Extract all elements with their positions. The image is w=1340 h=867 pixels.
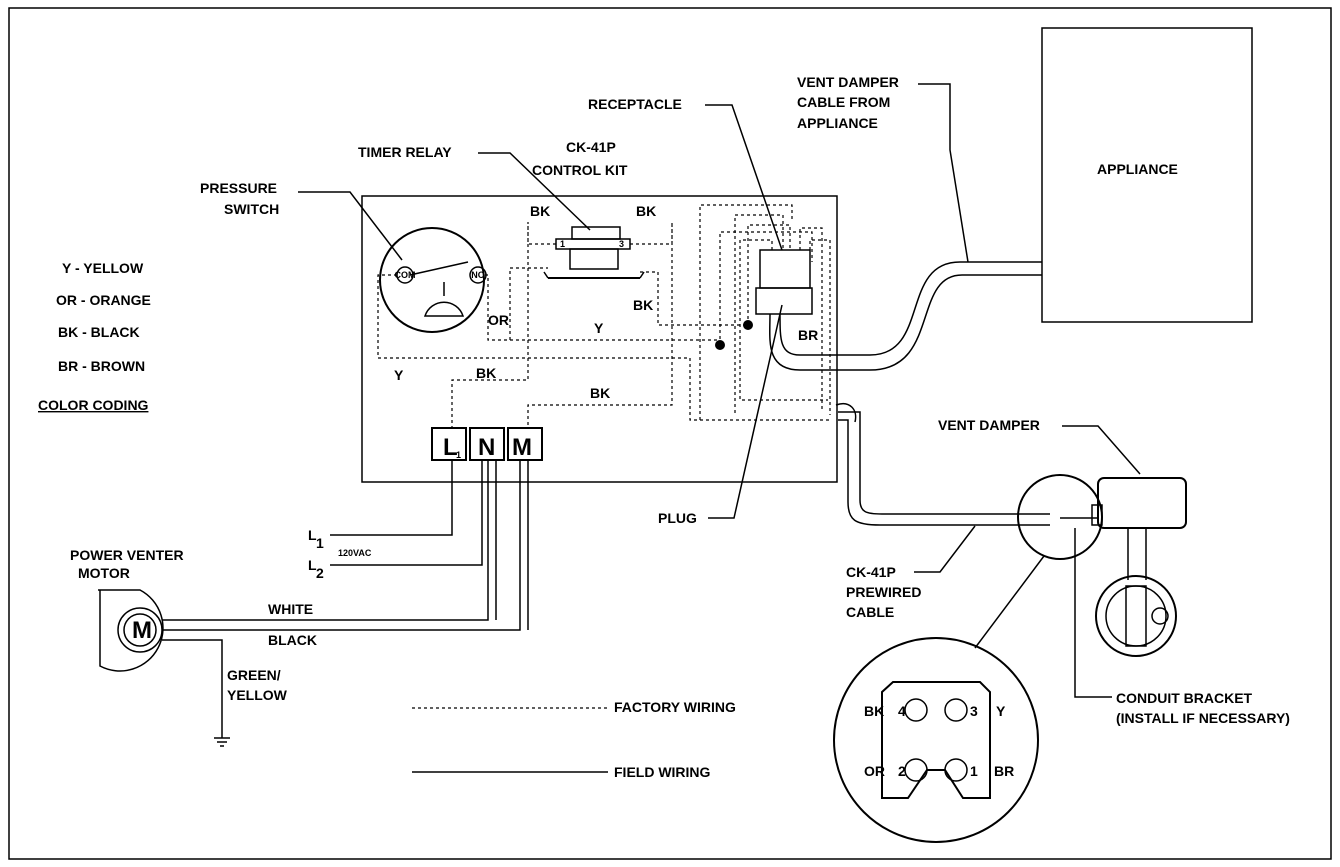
factory-wiring-paths <box>377 204 831 428</box>
pin-3: 3 <box>970 703 978 719</box>
pressure-switch-label-1: PRESSURE <box>200 180 277 196</box>
pressure-switch: COM NO <box>379 227 487 333</box>
pressure-switch-label-2: SWITCH <box>224 201 279 217</box>
pin-2: 2 <box>898 763 906 779</box>
com-label: COM <box>395 270 416 280</box>
relay-pin-3: 3 <box>619 239 624 249</box>
pin-br-label: BR <box>994 763 1014 779</box>
zoom-leader <box>974 555 1045 649</box>
pin-4: 4 <box>898 703 906 719</box>
prewired-label-1: CK-41P <box>846 564 896 580</box>
wire-label-bk: BK <box>530 203 550 219</box>
control-kit-label-1: CK-41P <box>566 139 616 155</box>
motor-label-2: MOTOR <box>78 565 130 581</box>
junction-dot <box>743 320 753 330</box>
connector-zoom-large <box>833 637 1039 843</box>
color-coding-legend: Y - YELLOW OR - ORANGE BK - BLACK BR - B… <box>38 260 151 413</box>
appliance-label: APPLIANCE <box>1097 161 1178 177</box>
timer-relay-label: TIMER RELAY <box>358 144 452 160</box>
ground-label-1: GREEN/ <box>227 667 281 683</box>
vent-damper-cable <box>769 261 1042 371</box>
vent-cable-label-2: CABLE FROM <box>797 94 890 110</box>
relay-pin-1: 1 <box>560 239 565 249</box>
plug-label: PLUG <box>658 510 697 526</box>
vent-damper-device <box>1060 477 1187 657</box>
wire-label-br: BR <box>798 327 818 343</box>
connector-zoom-small <box>1017 474 1103 560</box>
l1-label: L <box>308 527 317 543</box>
no-label: NO <box>471 270 485 280</box>
receptacle-block <box>755 249 813 315</box>
black-label: BLACK <box>268 632 317 648</box>
motor-symbol: M <box>132 617 152 644</box>
wire-label-y: Y <box>594 320 604 336</box>
terminal-m: M <box>512 434 532 461</box>
wire-label-or: OR <box>488 312 509 328</box>
prewired-cable <box>835 403 1050 526</box>
color-item-yellow: Y - YELLOW <box>62 260 144 276</box>
voltage-label: 120VAC <box>338 548 372 558</box>
pin-bk-label: BK <box>864 703 884 719</box>
field-wiring-paths <box>178 460 529 631</box>
wire-label-bk: BK <box>636 203 656 219</box>
wire-label-bk: BK <box>476 365 496 381</box>
prewired-label-3: CABLE <box>846 604 894 620</box>
page-frame <box>8 7 1332 860</box>
l2-label: L <box>308 557 317 573</box>
power-venter-motor: M <box>98 589 230 747</box>
pin-y-label: Y <box>996 703 1006 719</box>
color-coding-title: COLOR CODING <box>38 397 149 413</box>
white-label: WHITE <box>268 601 313 617</box>
connector-detail: 4 3 2 1 BK Y OR BR <box>864 681 1014 799</box>
wire-label-bk: BK <box>590 385 610 401</box>
field-wiring-legend: FIELD WIRING <box>614 764 711 780</box>
l2-sub: 2 <box>316 565 324 581</box>
terminal-l-sub: 1 <box>456 450 461 460</box>
vent-damper-label: VENT DAMPER <box>938 417 1040 433</box>
vent-cable-label-1: VENT DAMPER <box>797 74 899 90</box>
color-item-black: BK - BLACK <box>58 324 140 340</box>
prewired-label-2: PREWIRED <box>846 584 921 600</box>
control-kit-label-2: CONTROL KIT <box>532 162 628 178</box>
l1-sub: 1 <box>316 535 324 551</box>
timer-relay: 1 3 <box>543 226 645 279</box>
factory-wiring-legend: FACTORY WIRING <box>614 699 736 715</box>
leader-lines <box>298 83 1141 773</box>
receptacle-label: RECEPTACLE <box>588 96 682 112</box>
conduit-label-2: (INSTALL IF NECESSARY) <box>1116 710 1290 726</box>
wire-label-bk: BK <box>633 297 653 313</box>
terminal-block: L 1 N M <box>431 427 543 461</box>
color-item-orange: OR - ORANGE <box>56 292 151 308</box>
terminal-n: N <box>478 434 495 461</box>
appliance-box <box>1041 27 1253 323</box>
terminal-l: L <box>443 434 458 461</box>
ground-label-2: YELLOW <box>227 687 288 703</box>
pin-1: 1 <box>970 763 978 779</box>
pin-or-label: OR <box>864 763 885 779</box>
vent-cable-label-3: APPLIANCE <box>797 115 878 131</box>
control-kit-box <box>361 195 838 483</box>
conduit-label-1: CONDUIT BRACKET <box>1116 690 1253 706</box>
color-item-brown: BR - BROWN <box>58 358 145 374</box>
motor-label-1: POWER VENTER <box>70 547 184 563</box>
wire-label-y: Y <box>394 367 404 383</box>
junction-dot <box>715 340 725 350</box>
